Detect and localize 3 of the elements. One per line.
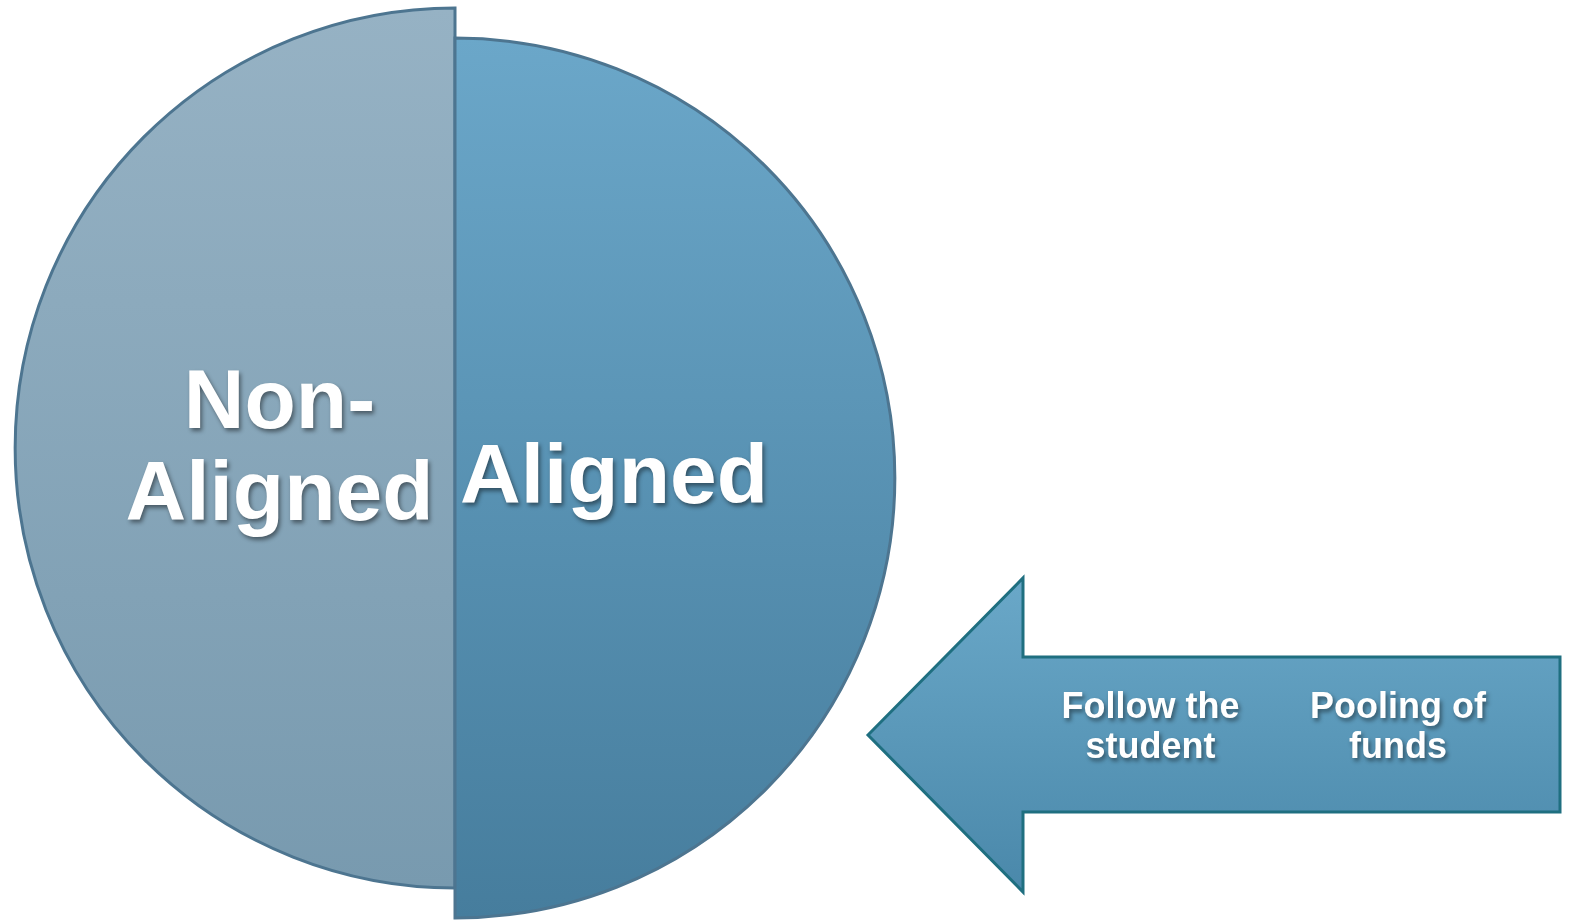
- half-circle-segment: [455, 38, 895, 918]
- segment-label: Non-Aligned: [124, 353, 435, 538]
- half-circle-segment: [12, 8, 455, 888]
